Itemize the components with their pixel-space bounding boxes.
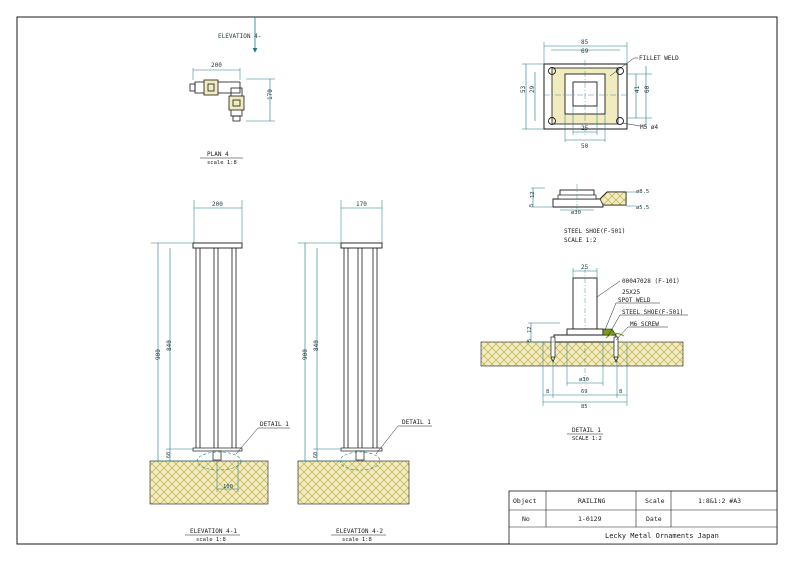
title-block: Object RAILING Scale 1:8&1:2 #A3 No 1-01… <box>508 490 778 545</box>
elev2-dim-840: 840 <box>313 340 320 351</box>
plan-scale: scale 1:8 <box>207 160 237 166</box>
fillet-weld-label: FILLET WELD <box>639 55 679 62</box>
shoe-section-title: STEEL SHOE(F-501) <box>564 228 625 235</box>
plan-4-view: ELEVATION 4- 200 170 PLAN 4 scale 1:8 <box>189 17 275 166</box>
detail-title: DETAIL 1 <box>572 427 601 434</box>
detail-dim-25: 25 <box>581 264 589 271</box>
shoe-plan-dim-60: 60 <box>644 85 651 93</box>
tb-date-label: Date <box>646 515 662 523</box>
shoe-section-dim-d85: ø8.5 <box>636 189 649 195</box>
detail-dim-5: 5 <box>527 339 533 342</box>
plan-title: PLAN 4 <box>207 151 229 158</box>
detail-dim-8a: 8 <box>546 389 549 395</box>
detail-dim-d30: ø30 <box>579 377 589 383</box>
plan-dim-height: 170 <box>267 89 274 100</box>
shoe-section-scale: SCALE 1:2 <box>564 237 597 244</box>
detail-label-screw: M6 SCREW <box>630 321 659 328</box>
elev2-dim-60: 60 <box>313 452 319 458</box>
elev2-dim-width: 170 <box>356 201 367 208</box>
elev2-detail-callout: DETAIL 1 <box>402 419 431 426</box>
elev2-dim-900: 900 <box>302 349 309 360</box>
elev1-dim-900: 900 <box>155 349 162 360</box>
elev2-scale: scale 1:8 <box>342 537 372 543</box>
shoe-section-dim-12: 12 <box>530 191 536 198</box>
elev2-title: ELEVATION 4-2 <box>336 528 383 535</box>
elev1-dim-840: 840 <box>166 340 173 351</box>
detail-dim-69: 69 <box>581 389 588 395</box>
shoe-section-dim-d30: ø30 <box>571 210 581 216</box>
detail-label-size: 25X25 <box>622 289 640 296</box>
tb-object-label: Object <box>513 497 537 505</box>
sheet-frame <box>16 16 778 545</box>
tb-no-value: 1-0129 <box>578 515 602 523</box>
elev1-title: ELEVATION 4-1 <box>190 528 237 535</box>
shoe-plan-dim-29: 29 <box>529 85 536 93</box>
elev1-dim-60: 60 <box>166 452 172 458</box>
detail-1-view: 25 12 5 00047028 (F-101) 25X25 SPOT WELD… <box>480 264 688 442</box>
tb-scale-value: 1:8&1:2 #A3 <box>698 497 741 505</box>
shoe-plan-dim-53: 53 <box>520 85 527 93</box>
detail-dim-85: 85 <box>581 404 588 410</box>
elev1-detail-callout: DETAIL 1 <box>260 421 289 428</box>
steel-shoe-section-view: 12 5 ø30 ø8.5 ø5.5 STEEL SHOE(F-501) SCA… <box>529 184 649 244</box>
detail-dim-12: 12 <box>527 326 533 333</box>
elevation-4-2-view: 170 900 840 60 DETAIL 1 ELEVATION 4-2 sc… <box>297 200 432 543</box>
m5-label: M5 ø4 <box>640 124 658 131</box>
elevation-marker-label: ELEVATION 4- <box>218 33 261 40</box>
tb-no-label: No <box>522 515 530 523</box>
shoe-plan-dim-69: 69 <box>581 48 589 55</box>
tb-company: Lecky Metal Ornaments Japan <box>605 532 719 540</box>
elev1-dim-100: 100 <box>223 484 233 490</box>
detail-label-tube: 00047028 (F-101) <box>622 278 680 285</box>
elevation-4-1-view: 200 900 840 60 DETAIL 1 100 ELEVATION 4-… <box>149 200 290 543</box>
shoe-plan-dim-25: 25 <box>581 125 589 132</box>
shoe-plan-dim-41: 41 <box>634 85 641 93</box>
shoe-section-dim-d55: ø5.5 <box>636 205 649 211</box>
shoe-section-dim-5: 5 <box>529 204 535 207</box>
tb-scale-label: Scale <box>645 497 665 505</box>
tb-object-value: RAILING <box>578 497 605 505</box>
shoe-plan-dim-50: 50 <box>581 143 589 150</box>
steel-shoe-plan-view: 85 69 53 29 41 60 25 50 <box>520 39 679 150</box>
shoe-plan-dim-85: 85 <box>581 39 589 46</box>
detail-label-shoe: STEEL SHOE(F-501) <box>622 309 683 316</box>
plan-dim-width: 200 <box>211 62 222 69</box>
detail-scale: SCALE 1:2 <box>572 436 602 442</box>
detail-dim-8b: 8 <box>619 389 622 395</box>
elev1-scale: scale 1:8 <box>196 537 226 543</box>
detail-label-spot-weld: SPOT WELD <box>618 297 651 304</box>
elev1-dim-width: 200 <box>212 201 223 208</box>
